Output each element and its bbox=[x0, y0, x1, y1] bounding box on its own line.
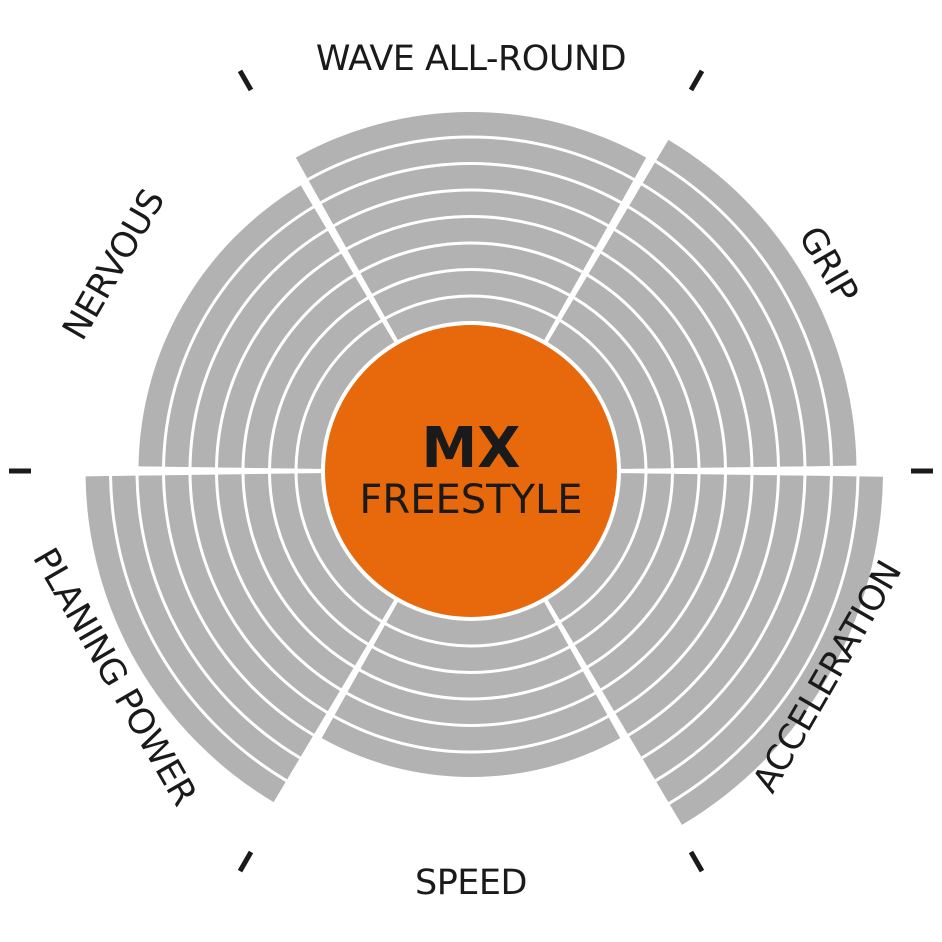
model-category: FREESTYLE bbox=[359, 477, 582, 523]
rating-segment bbox=[547, 321, 645, 469]
rating-segment bbox=[297, 321, 395, 469]
rating-segment bbox=[561, 473, 671, 643]
rating-segment bbox=[165, 474, 327, 734]
rating-segment bbox=[547, 473, 645, 621]
rating-segment bbox=[321, 717, 621, 777]
rating-segment bbox=[334, 694, 608, 751]
rating-segment bbox=[669, 476, 883, 825]
rating-rings bbox=[85, 112, 883, 825]
rating-segment bbox=[308, 138, 634, 202]
rating-segment bbox=[191, 230, 340, 468]
axis-tick bbox=[688, 69, 705, 92]
rating-segment bbox=[588, 474, 724, 689]
rating-segment bbox=[360, 244, 582, 294]
rating-segment bbox=[656, 139, 857, 466]
rating-segment bbox=[271, 299, 381, 469]
rating-segment bbox=[629, 185, 804, 467]
rating-segment bbox=[602, 474, 751, 712]
rating-segment bbox=[218, 253, 354, 468]
rating-segment bbox=[360, 648, 582, 698]
rating-segment bbox=[656, 476, 857, 803]
rating-segment bbox=[271, 473, 381, 643]
sector-wave-all-round bbox=[295, 112, 647, 341]
category-label: WAVE ALL-ROUND bbox=[316, 39, 626, 79]
rating-segment bbox=[334, 191, 608, 248]
sector-nervous bbox=[138, 185, 395, 469]
rating-segment bbox=[297, 473, 395, 621]
category-label: NERVOUS bbox=[55, 183, 173, 347]
center-disc bbox=[325, 325, 617, 617]
sector-planing-power bbox=[85, 473, 395, 803]
rating-segment bbox=[373, 625, 569, 671]
rating-segment bbox=[373, 271, 569, 317]
sector-grip bbox=[547, 139, 857, 469]
rating-segment bbox=[615, 208, 777, 468]
rating-segment bbox=[386, 601, 556, 645]
sector-speed bbox=[321, 601, 621, 777]
rating-segment bbox=[642, 162, 830, 467]
rating-segment bbox=[574, 276, 698, 469]
rating-segment bbox=[386, 297, 556, 341]
rating-segment bbox=[321, 165, 621, 225]
model-name: MX bbox=[422, 416, 521, 481]
rating-segment bbox=[602, 230, 751, 468]
rating-segment bbox=[138, 185, 313, 467]
rating-segment bbox=[629, 475, 804, 757]
axis-tick bbox=[237, 69, 254, 92]
rating-segment bbox=[138, 475, 313, 757]
sector-acceleration bbox=[547, 473, 883, 825]
rating-segment bbox=[85, 476, 286, 803]
rating-segment bbox=[191, 474, 340, 712]
rating-segment bbox=[295, 112, 647, 179]
rating-segment bbox=[218, 474, 354, 689]
rating-segment bbox=[347, 671, 595, 724]
rating-segment bbox=[588, 253, 724, 468]
axis-tick bbox=[688, 850, 705, 873]
axis-ticks bbox=[9, 69, 933, 873]
rating-segment bbox=[574, 473, 698, 666]
rating-segment bbox=[347, 218, 595, 271]
rating-segment bbox=[615, 474, 777, 734]
category-label: SPEED bbox=[415, 863, 527, 903]
axis-tick bbox=[237, 850, 254, 873]
rating-segment bbox=[244, 473, 368, 666]
rating-segment bbox=[112, 475, 300, 780]
rating-segment bbox=[165, 208, 327, 468]
rating-segment bbox=[642, 475, 830, 780]
rating-segment bbox=[244, 276, 368, 469]
rating-segment bbox=[561, 299, 671, 469]
